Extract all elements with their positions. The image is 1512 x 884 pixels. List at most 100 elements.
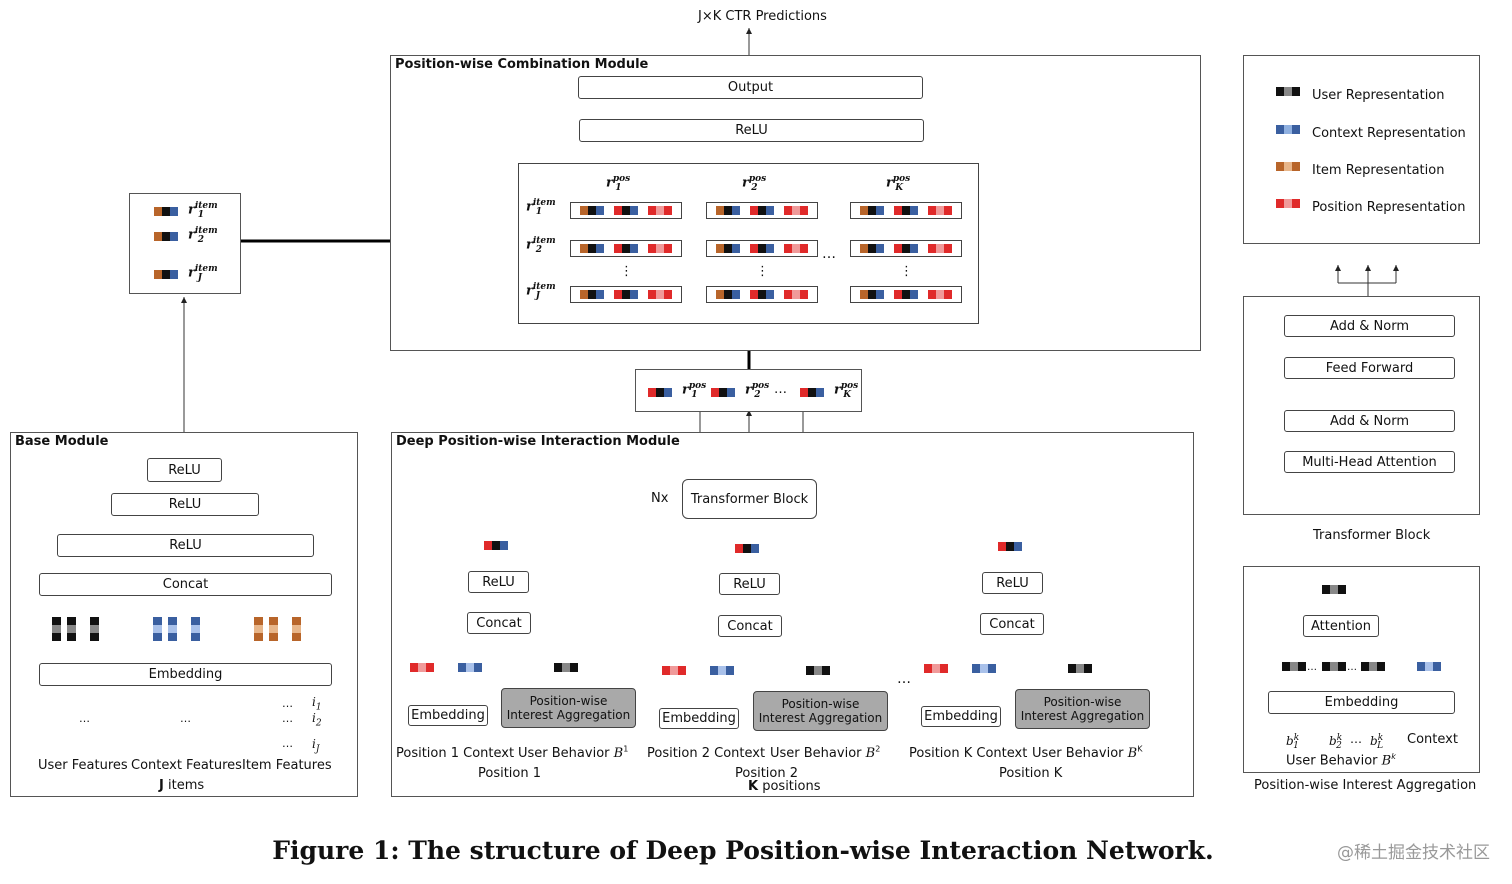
cell-vector	[784, 290, 808, 299]
behavior-b1: bk1	[1286, 733, 1300, 752]
legend-label-1: User Representation	[1312, 88, 1445, 103]
cell-vector	[580, 206, 604, 215]
deep-position-rep-3	[924, 664, 948, 673]
pos-header-symbol-3: rposK	[886, 174, 911, 193]
deep-ellipsis: …	[897, 671, 911, 687]
combination-cell-1-1	[570, 202, 682, 219]
deep-user-behavior-label-3: User Behavior BK	[1032, 744, 1143, 761]
deep-relu-1: ReLU	[468, 571, 529, 593]
pos-rep-symbol-1: rpos1	[682, 381, 707, 400]
base-module-title: Base Module	[15, 434, 109, 449]
deep-position-rep-2	[662, 666, 686, 675]
item-index-2: i2	[312, 711, 322, 729]
feature-embedding-2	[67, 617, 76, 641]
feature-embedding-9	[292, 617, 301, 641]
deep-position-input-label-2: Position 2 Context	[647, 746, 766, 761]
item-ellipsis: …	[282, 712, 293, 725]
combination-cell-2-3	[850, 240, 962, 257]
deep-position-input-label-1: Position 1 Context	[396, 746, 515, 761]
item-representations-box	[129, 193, 241, 294]
cell-vector	[580, 290, 604, 299]
legend-swatch-2	[1276, 125, 1300, 134]
context-ellipsis: …	[180, 712, 191, 725]
pos-rep-vector-3	[800, 388, 824, 397]
cell-vector	[894, 244, 918, 253]
deep-user-behavior-rep-2	[806, 666, 830, 675]
item-rep-vector-3	[154, 270, 178, 279]
deep-context-rep-3	[972, 664, 996, 673]
attention-box: Attention	[1303, 615, 1379, 637]
feature-embedding-8	[269, 617, 278, 641]
feature-embedding-3	[90, 617, 99, 641]
deep-output-rep-1	[484, 541, 508, 550]
feed-forward-box: Feed Forward	[1284, 357, 1455, 379]
nx-label: Nx	[651, 491, 669, 506]
pos-rep-symbol-2: rpos2	[745, 381, 770, 400]
item-index-J: iJ	[312, 737, 320, 755]
pos-header-symbol-1: rpos1	[606, 174, 631, 193]
deep-context-rep-2	[710, 666, 734, 675]
cell-vector	[716, 206, 740, 215]
combination-ellipsis: …	[822, 246, 836, 262]
aggregation-user-behavior-label: User Behavior Bk	[1286, 752, 1396, 769]
base-module-panel: Base Module	[10, 432, 358, 797]
feature-embedding-1	[52, 617, 61, 641]
deep-user-behavior-label-1: User Behavior B1	[518, 744, 629, 761]
legend-label-4: Position Representation	[1312, 200, 1466, 215]
position-representations-box	[635, 369, 862, 412]
cell-vector	[860, 206, 884, 215]
cell-vector	[614, 206, 638, 215]
deep-output-rep-2	[735, 544, 759, 553]
behavior-bL: bkL	[1370, 733, 1384, 752]
feature-embedding-6	[191, 617, 200, 641]
item-ellipsis-2: …	[282, 737, 293, 750]
combination-cell-1-3	[850, 202, 962, 219]
item-rep-symbol-2: ritem2	[188, 226, 218, 245]
legend-panel	[1243, 55, 1480, 244]
row-item-symbol-1: ritem1	[526, 198, 556, 217]
cell-vector	[860, 290, 884, 299]
legend-label-2: Context Representation	[1312, 126, 1466, 141]
cell-vector	[894, 290, 918, 299]
deep-user-behavior-label-2: User Behavior B2	[770, 744, 881, 761]
behavior-b2: bk2	[1329, 733, 1343, 752]
row-item-symbol-2: ritem2	[526, 236, 556, 255]
cell-vector	[716, 244, 740, 253]
item-rep-vector-2	[154, 232, 178, 241]
deep-position-label-1: Position 1	[478, 766, 542, 781]
combination-relu-box: ReLU	[579, 119, 924, 142]
aggregation-caption: Position-wise Interest Aggregation	[1254, 778, 1477, 793]
base-relu-2: ReLU	[111, 493, 259, 516]
deep-concat-3: Concat	[980, 613, 1044, 635]
deep-output-rep-3	[998, 542, 1022, 551]
agg-ellipsis-2: …	[1347, 662, 1357, 673]
j-items-label: J items	[159, 778, 205, 793]
base-relu-3: ReLU	[57, 534, 314, 557]
ctr-predictions-label: J×K CTR Predictions	[698, 9, 827, 24]
cell-vector	[716, 290, 740, 299]
feature-embedding-4	[153, 617, 162, 641]
behavior-embedding-1	[1282, 662, 1306, 671]
cell-vector	[928, 290, 952, 299]
legend-swatch-4	[1276, 199, 1300, 208]
deep-embedding-3: Embedding	[921, 706, 1001, 727]
base-embedding: Embedding	[39, 663, 332, 686]
deep-relu-2: ReLU	[719, 573, 780, 595]
behavior-embedding-3	[1361, 662, 1385, 671]
item-rep-symbol-1: ritem1	[188, 201, 218, 220]
cell-vector	[750, 244, 774, 253]
item-row-ellipsis: …	[282, 697, 294, 710]
watermark: @稀土掘金技术社区	[1337, 843, 1490, 863]
user-features-label: User Features	[38, 758, 128, 773]
add-norm-top: Add & Norm	[1284, 315, 1455, 337]
grid-vertical-ellipsis: ⋮	[900, 264, 913, 279]
pos-header-symbol-2: rpos2	[742, 174, 767, 193]
cell-vector	[784, 244, 808, 253]
cell-vector	[648, 244, 672, 253]
deep-position-label-2: Position 2	[735, 766, 799, 781]
pos-rep-vector-2	[711, 388, 735, 397]
multi-head-attention-box: Multi-Head Attention	[1284, 451, 1455, 473]
